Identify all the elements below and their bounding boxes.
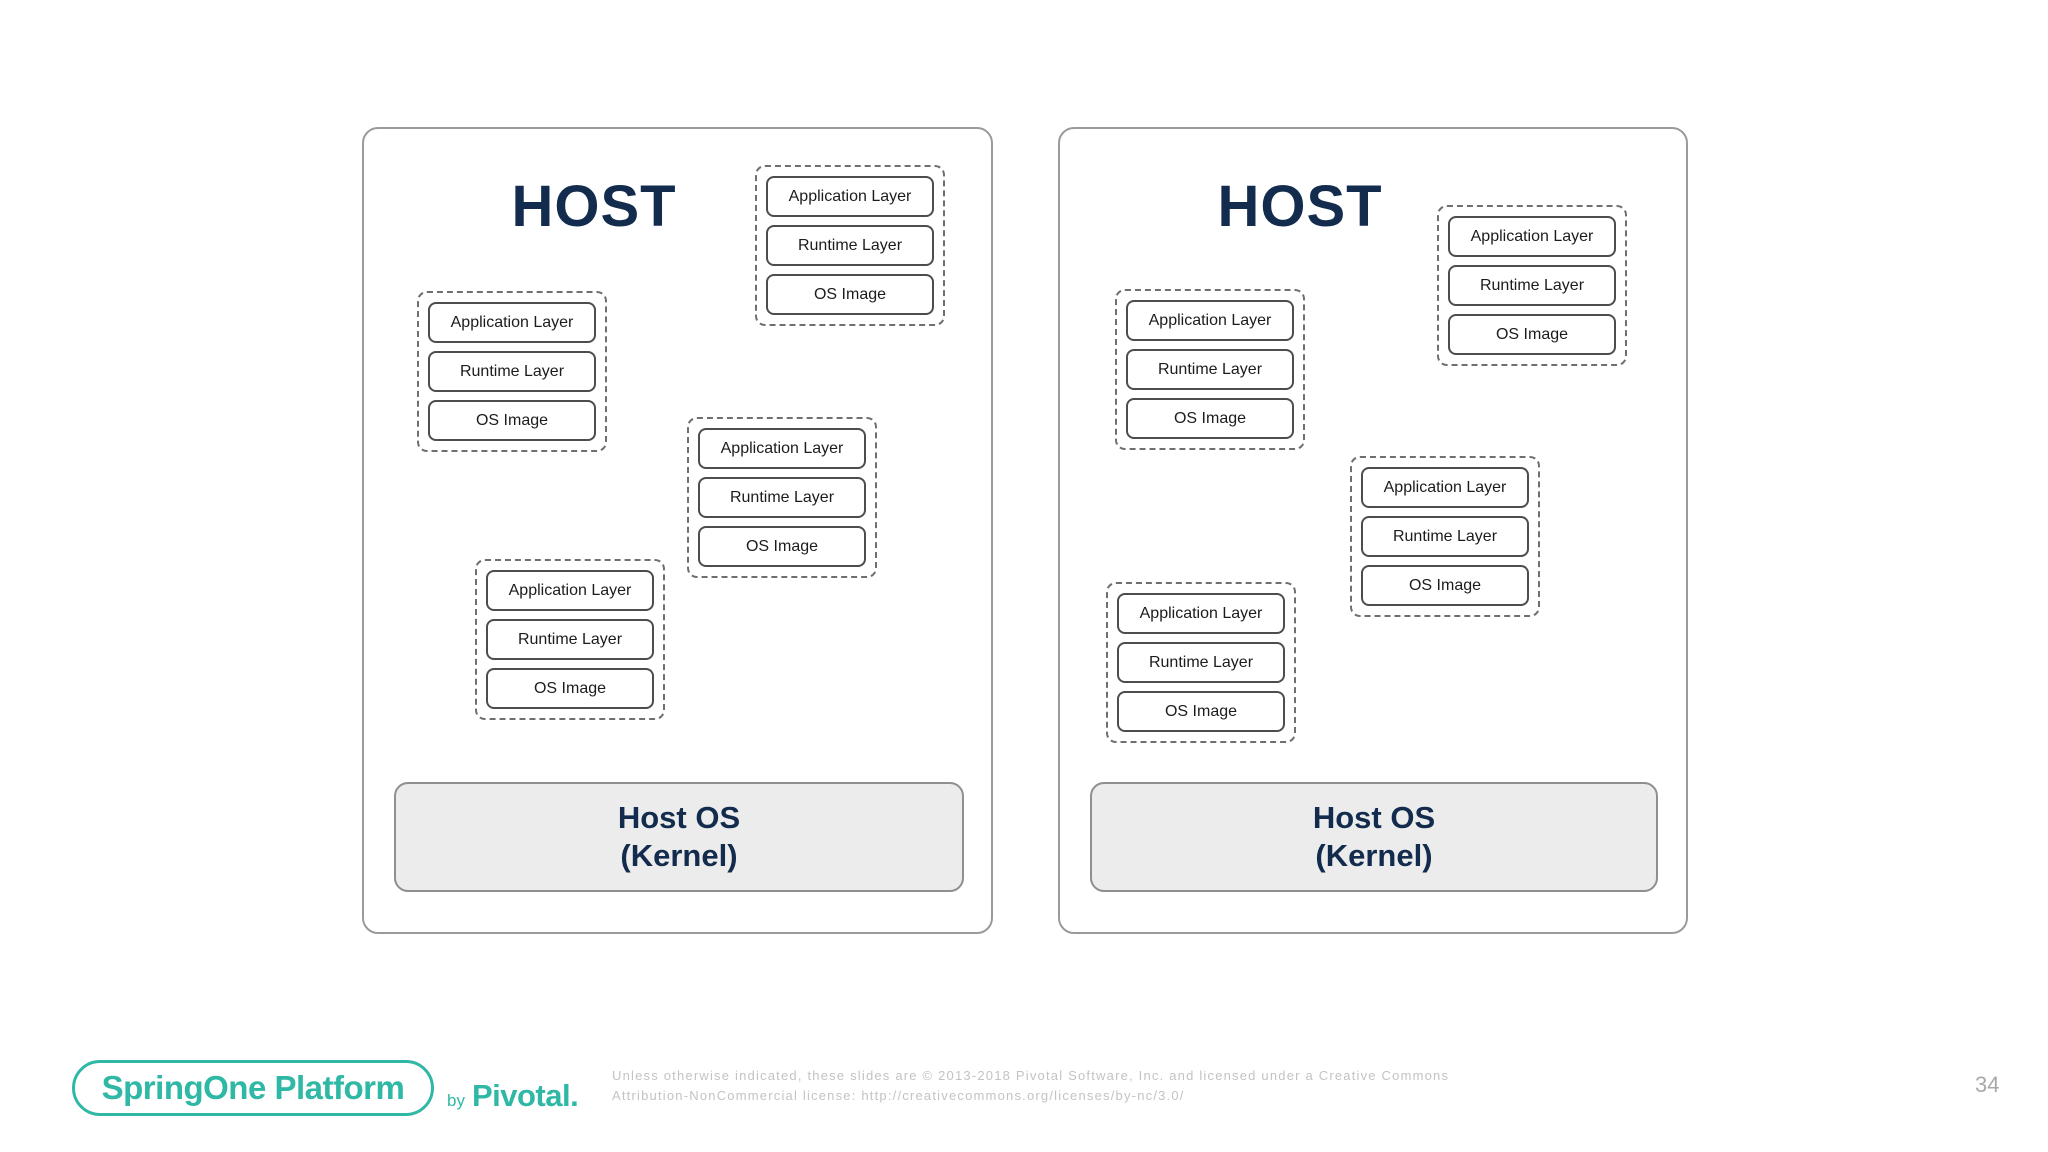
os-image-box: OS Image (766, 274, 934, 315)
application-layer-box: Application Layer (428, 302, 596, 343)
application-layer-box: Application Layer (1126, 300, 1294, 341)
os-image-box: OS Image (698, 526, 866, 567)
container-stack: Application Layer Runtime Layer OS Image (475, 559, 665, 720)
runtime-layer-box: Runtime Layer (428, 351, 596, 392)
runtime-layer-box: Runtime Layer (486, 619, 654, 660)
pivotal-brand: by Pivotal. (447, 1064, 579, 1113)
application-layer-box: Application Layer (486, 570, 654, 611)
runtime-layer-box: Runtime Layer (698, 477, 866, 518)
license-line-2: Attribution-NonCommercial license: http:… (612, 1088, 1185, 1104)
os-image-box: OS Image (486, 668, 654, 709)
container-stack: Application Layer Runtime Layer OS Image (1437, 205, 1627, 366)
application-layer-box: Application Layer (698, 428, 866, 469)
os-image-box: OS Image (1448, 314, 1616, 355)
runtime-layer-box: Runtime Layer (766, 225, 934, 266)
container-stack: Application Layer Runtime Layer OS Image (687, 417, 877, 578)
container-stack: Application Layer Runtime Layer OS Image (1106, 582, 1296, 743)
host-os-kernel-box: Host OS (Kernel) (1090, 782, 1658, 892)
runtime-layer-box: Runtime Layer (1448, 265, 1616, 306)
by-label: by (447, 1091, 465, 1110)
os-image-box: OS Image (1361, 565, 1529, 606)
host-os-label: Host OS (1312, 800, 1436, 836)
application-layer-box: Application Layer (1448, 216, 1616, 257)
license-text: Unless otherwise indicated, these slides… (612, 1066, 1512, 1106)
pivotal-logo-text: Pivotal. (471, 1078, 579, 1113)
container-stack: Application Layer Runtime Layer OS Image (417, 291, 607, 452)
application-layer-box: Application Layer (1361, 467, 1529, 508)
os-image-box: OS Image (1126, 398, 1294, 439)
runtime-layer-box: Runtime Layer (1117, 642, 1285, 683)
host-title: HOST (1217, 174, 1383, 239)
kernel-label: (Kernel) (1315, 838, 1433, 873)
host-panel-right: HOST Application Layer Runtime Layer OS … (1058, 127, 1688, 934)
host-os-label: Host OS (617, 800, 741, 836)
runtime-layer-box: Runtime Layer (1126, 349, 1294, 390)
os-image-box: OS Image (428, 400, 596, 441)
container-stack: Application Layer Runtime Layer OS Image (755, 165, 945, 326)
license-line-1: Unless otherwise indicated, these slides… (612, 1068, 1450, 1083)
application-layer-box: Application Layer (766, 176, 934, 217)
container-stack: Application Layer Runtime Layer OS Image (1115, 289, 1305, 450)
kernel-label: (Kernel) (620, 838, 738, 873)
host-os-kernel-box: Host OS (Kernel) (394, 782, 964, 892)
runtime-layer-box: Runtime Layer (1361, 516, 1529, 557)
springone-platform-logo: SpringOne Platform (72, 1060, 434, 1116)
host-title: HOST (511, 174, 677, 239)
springone-platform-logo-text: SpringOne Platform (101, 1069, 405, 1106)
page-number: 34 (1975, 1072, 2000, 1097)
container-stack: Application Layer Runtime Layer OS Image (1350, 456, 1540, 617)
host-panel-left: HOST Application Layer Runtime Layer OS … (362, 127, 993, 934)
application-layer-box: Application Layer (1117, 593, 1285, 634)
os-image-box: OS Image (1117, 691, 1285, 732)
